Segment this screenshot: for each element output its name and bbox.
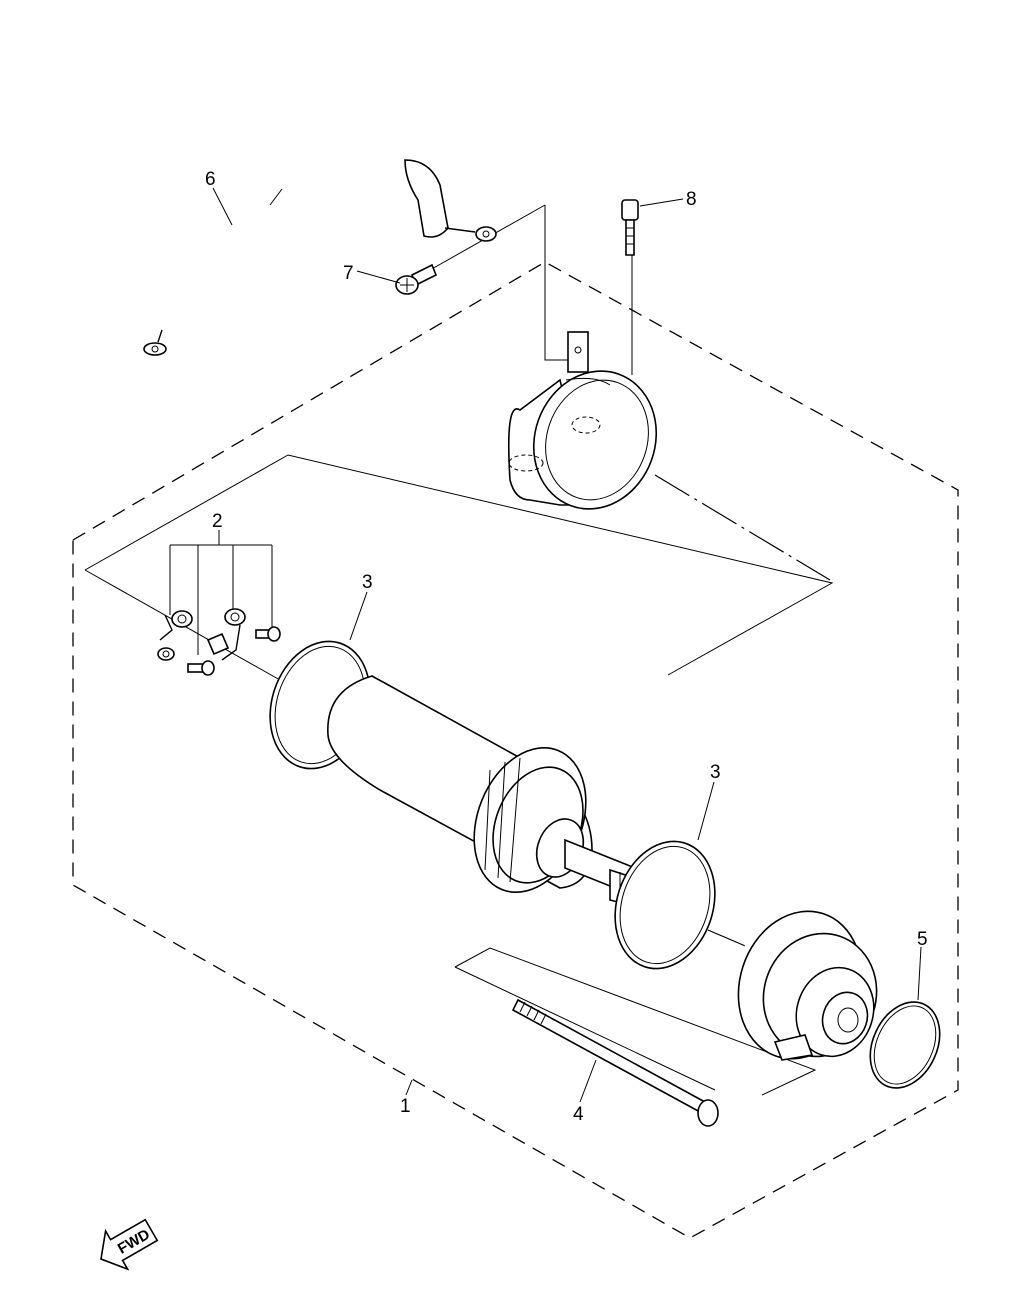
callout-8: 8: [686, 189, 697, 210]
leader-3b: [697, 781, 715, 841]
o-ring-right: [614, 840, 716, 970]
callout-1: 1: [400, 1096, 411, 1117]
callout-5: 5: [917, 929, 928, 950]
front-cover: [507, 331, 658, 510]
rear-cover: [737, 910, 878, 1061]
assembly-boundary: [72, 261, 959, 1239]
cover-axis: [654, 474, 831, 581]
callout-2: 2: [212, 511, 223, 532]
leader-4: [579, 1059, 597, 1103]
brush-holder-set: [157, 530, 281, 676]
brush-group-frame: [84, 454, 834, 676]
through-bolt-frame-left: [454, 966, 716, 1091]
leader-5: [917, 946, 922, 1001]
through-bolt-4: [511, 998, 719, 1127]
through-bolt-frame: [454, 947, 817, 1096]
leader-6: [212, 187, 233, 226]
o-ring-right-inner: [619, 845, 711, 965]
leader-3a: [349, 591, 368, 641]
leader-1: [405, 1079, 413, 1096]
starter-cable: [143, 159, 497, 356]
callout-6: 6: [205, 169, 216, 190]
o-ring-5-inner: [873, 1005, 937, 1085]
rear-cover-axis: [707, 929, 751, 949]
fwd-arrow: FWD: [100, 1218, 159, 1271]
bolt-8: [621, 199, 639, 256]
screw-7: [395, 263, 438, 295]
leader-8: [639, 198, 684, 207]
o-ring-5: [869, 1001, 941, 1089]
callout-3a: 3: [362, 572, 373, 593]
terminal-bracket-line: [544, 205, 570, 361]
callout-3b: 3: [710, 762, 721, 783]
callout-4: 4: [573, 1104, 584, 1125]
leader-7: [356, 270, 401, 284]
callout-7: 7: [343, 263, 354, 284]
